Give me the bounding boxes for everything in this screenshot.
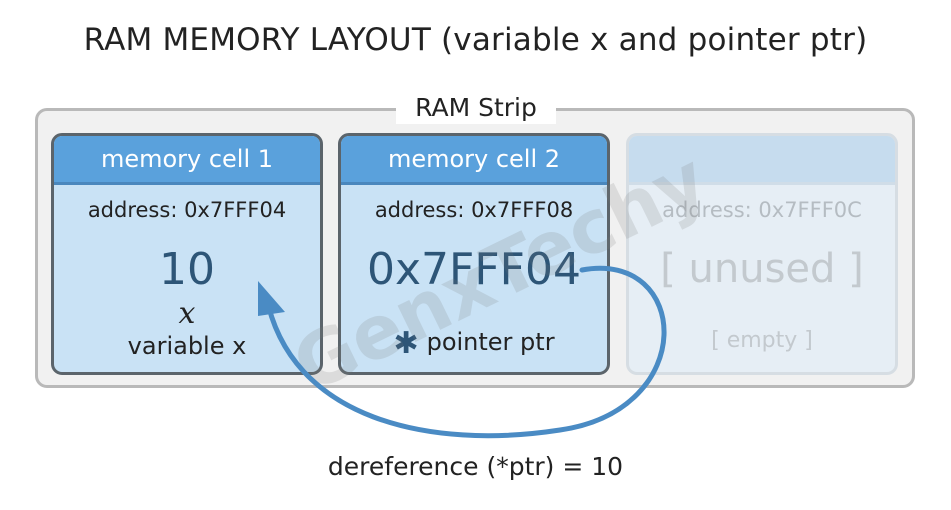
memory-cell-2-label-row: ✱pointer ptr <box>341 326 607 361</box>
memory-cell-2: memory cell 2 address: 0x7FFF08 0x7FFF04… <box>338 133 610 375</box>
memory-cell-3: address: 0x7FFF0C [ unused ] [ empty ] <box>626 133 898 375</box>
memory-cell-3-header <box>629 136 895 185</box>
memory-cell-2-header: memory cell 2 <box>341 136 607 185</box>
memory-cell-1-label: variable x <box>127 332 247 360</box>
variable-symbol: x <box>178 296 196 331</box>
memory-cell-1-value: 10 <box>159 244 215 295</box>
memory-cell-2-address: address: 0x7FFF08 <box>374 198 574 222</box>
memory-cell-2-label: pointer ptr <box>426 328 555 356</box>
diagram-title: RAM MEMORY LAYOUT (variable x and pointe… <box>83 22 868 58</box>
asterisk-icon: ✱ <box>393 326 419 361</box>
memory-cell-1-address: address: 0x7FFF04 <box>87 198 287 222</box>
memory-cell-3-label: [ empty ] <box>711 328 813 353</box>
memory-cell-3-address: address: 0x7FFF0C <box>662 198 862 222</box>
memory-cell-1: memory cell 1 address: 0x7FFF04 10 x var… <box>51 133 323 375</box>
memory-cell-2-value: 0x7FFF04 <box>367 244 581 295</box>
ram-strip-label: RAM Strip <box>396 92 556 124</box>
memory-cell-1-header: memory cell 1 <box>54 136 320 185</box>
memory-cell-3-value: [ unused ] <box>660 246 864 292</box>
dereference-caption: dereference (*ptr) = 10 <box>327 452 624 481</box>
